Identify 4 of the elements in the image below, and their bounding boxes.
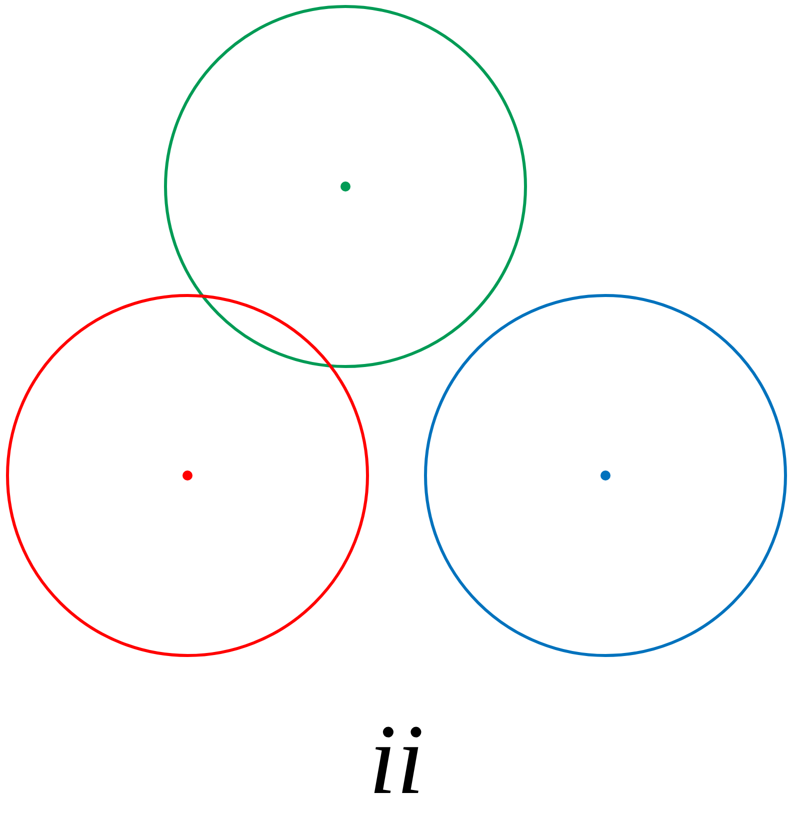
- circle: [6, 294, 368, 656]
- caption: ii: [368, 703, 424, 817]
- circle: [164, 4, 526, 368]
- circle: [424, 294, 786, 656]
